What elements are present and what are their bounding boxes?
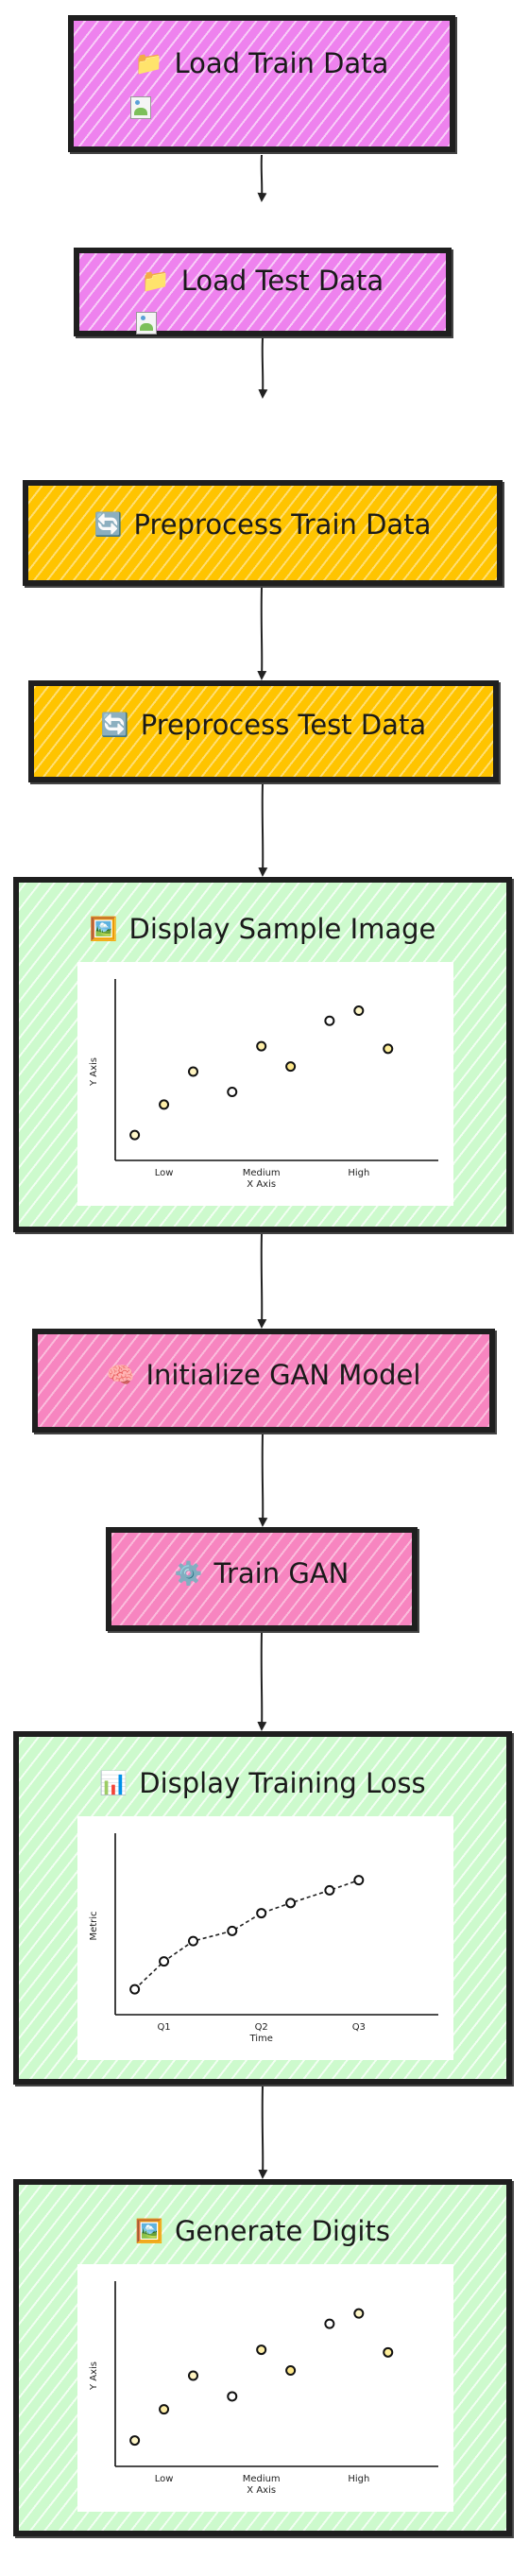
data-point: [324, 1015, 335, 1026]
data-point: [188, 1935, 198, 1947]
node-load-test-data[interactable]: 📁 Load Test Data: [74, 248, 452, 336]
edge-display-loss-to-generate-digits: [258, 2086, 268, 2179]
refresh-icon: 🔄: [100, 712, 129, 738]
x-tick-label: High: [348, 1168, 369, 1178]
edge-load-train-to-load-test: [257, 154, 267, 202]
node-preprocess-test-data[interactable]: 🔄 Preprocess Test Data: [28, 680, 499, 782]
picture-icon: 🖼️: [89, 916, 118, 942]
x-axis-label: X Axis: [247, 2485, 276, 2496]
edge-load-test-to-prep-train: [258, 337, 268, 399]
y-axis-label: Metric: [89, 1911, 99, 1940]
x-tick-label: Q3: [352, 2022, 366, 2033]
node-load-train-data[interactable]: 📁 Load Train Data: [68, 15, 455, 152]
data-point: [353, 1005, 365, 1017]
sample-image-chart: Low Medium High X Axis Y Axis: [77, 962, 453, 1206]
node-label: Load Train Data: [174, 47, 389, 79]
node-preprocess-train-data[interactable]: 🔄 Preprocess Train Data: [23, 480, 503, 586]
data-point: [159, 2404, 170, 2415]
node-initialize-gan-model[interactable]: 🧠 Initialize GAN Model: [32, 1329, 495, 1433]
data-point: [353, 2308, 365, 2319]
data-point: [129, 1129, 141, 1141]
data-point: [227, 1925, 238, 1936]
x-tick-label: Medium: [243, 2474, 281, 2484]
node-display-sample-image[interactable]: 🖼️ Display Sample Image Low Medium High X A…: [13, 877, 512, 1232]
node-label: Train GAN: [213, 1557, 350, 1589]
data-point: [285, 1898, 297, 1909]
x-tick-label: Medium: [243, 1168, 281, 1178]
x-tick-label: Low: [155, 2474, 174, 2484]
edge-init-gan-to-train-gan: [258, 1434, 268, 1527]
edge-prep-test-to-display-sample: [258, 783, 268, 877]
node-label: Preprocess Test Data: [140, 709, 427, 741]
data-point: [383, 2346, 394, 2358]
node-label: Initialize GAN Model: [145, 1359, 421, 1391]
node-label: Generate Digits: [174, 2215, 390, 2247]
bar-chart-icon: 📊: [99, 1770, 128, 1796]
gear-icon: ⚙️: [174, 1560, 203, 1587]
x-tick-label: High: [348, 2474, 369, 2484]
data-point: [159, 1956, 170, 1967]
edge-train-gan-to-display-loss: [257, 1632, 267, 1731]
refresh-icon: 🔄: [94, 511, 123, 538]
data-point: [256, 1040, 267, 1052]
data-point: [285, 1061, 297, 1073]
node-train-gan[interactable]: ⚙️ Train GAN: [106, 1527, 418, 1631]
x-tick-label: Low: [155, 1168, 174, 1178]
broken-image-icon: [136, 312, 157, 335]
data-point: [188, 2370, 198, 2381]
data-point: [159, 1099, 170, 1110]
node-generate-digits[interactable]: 🖼️ Generate Digits Low Medium High X Axis Y …: [13, 2179, 512, 2536]
picture-icon: 🖼️: [135, 2218, 163, 2244]
data-point: [129, 1984, 141, 1995]
edge-display-sample-to-init-gan: [257, 1233, 267, 1329]
x-tick-label: Q1: [157, 2022, 170, 2033]
generated-digits-chart: Low Medium High X Axis Y Axis: [77, 2264, 453, 2512]
x-axis-label: X Axis: [247, 1179, 276, 1190]
scatter-chart-svg: Low Medium High X Axis Y Axis: [89, 2281, 438, 2496]
data-point: [383, 1043, 394, 1055]
data-point: [324, 1884, 335, 1896]
data-point: [227, 2391, 238, 2402]
data-point: [353, 1875, 365, 1886]
scatter-chart-svg: Low Medium High X Axis Y Axis: [89, 979, 438, 1190]
node-label: Load Test Data: [180, 265, 384, 297]
y-axis-label: Y Axis: [89, 1057, 99, 1087]
data-point: [129, 2435, 141, 2447]
brain-icon: 🧠: [106, 1362, 135, 1388]
data-point: [256, 1908, 267, 1919]
data-point: [256, 2344, 267, 2356]
data-point: [227, 1086, 238, 1097]
data-point: [324, 2318, 335, 2329]
data-point: [188, 1066, 198, 1077]
folder-icon: 📁: [141, 267, 170, 294]
x-tick-label: Q2: [255, 2022, 268, 2033]
data-point: [285, 2365, 297, 2377]
x-axis-label: Time: [248, 2034, 272, 2044]
edge-prep-train-to-prep-test: [257, 587, 267, 680]
node-label: Preprocess Train Data: [133, 508, 432, 541]
node-label: Display Sample Image: [128, 913, 436, 945]
broken-image-icon: [130, 96, 151, 119]
node-label: Display Training Loss: [139, 1767, 426, 1799]
y-axis-label: Y Axis: [89, 2361, 99, 2391]
series-line: [134, 1879, 360, 1990]
folder-icon: 📁: [134, 50, 163, 77]
